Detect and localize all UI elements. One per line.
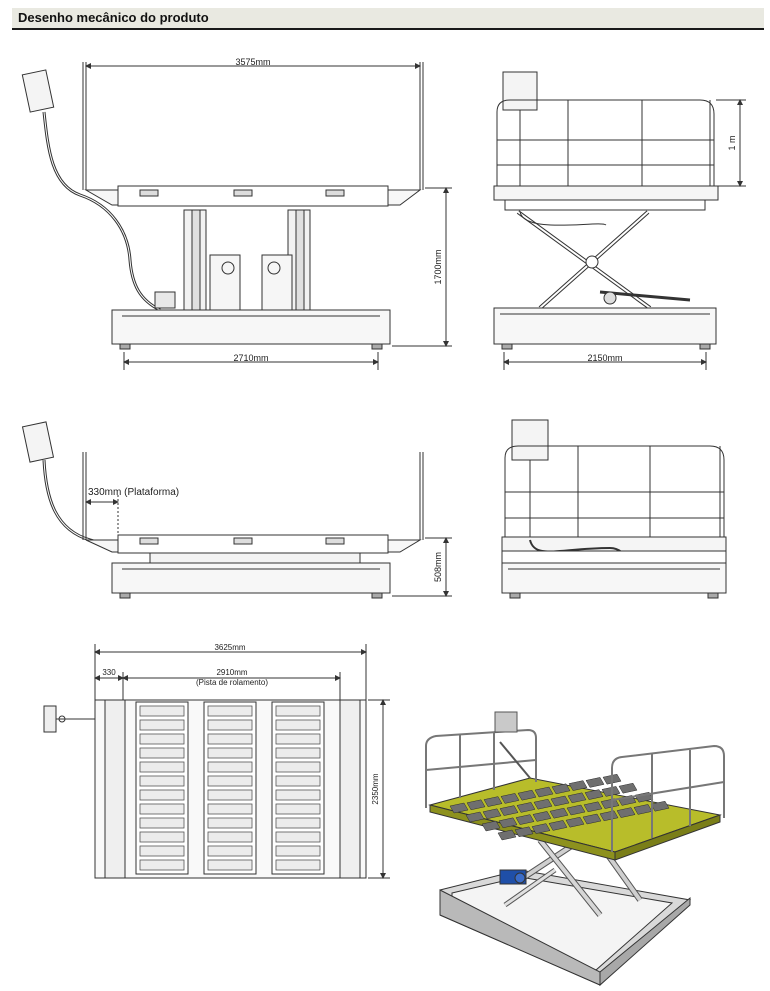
grate-cell [551,783,571,795]
grate-cell [516,802,536,813]
roller-slat [139,775,185,787]
roller-slat [207,831,253,843]
roller-slat [139,803,185,815]
grate-cell [618,782,638,794]
grate-cell [534,786,554,798]
roller-slat [207,733,253,745]
roller-slat [139,719,185,731]
dim-height-raised: 1700mm [433,249,443,284]
dim-top-total: 3625mm [214,643,245,652]
grate-cell [449,802,469,814]
side-view-lowered [21,421,452,599]
roller-slat [275,705,321,717]
roller-tracks [139,705,321,871]
front-view-lowered [501,419,727,599]
roller-slat [207,803,253,815]
section-title: Desenho mecânico do produto [18,10,209,25]
dim-top-track-note: (Pista de rolamento) [196,678,268,687]
grate-cell [582,813,602,825]
roller-slat [139,845,185,857]
front-view-raised [493,71,746,370]
grate-cell [550,795,570,807]
grate-cell [650,800,670,812]
roller-slat [207,775,253,787]
roller-slat [275,733,321,745]
dim-rail-height: 1 m [727,135,737,150]
roller-slat [207,859,253,871]
roller-slat [207,789,253,801]
roller-slat [139,859,185,871]
grate-cell [517,789,537,801]
roller-slat [275,859,321,871]
grate-cell [498,817,518,829]
grate-cell [568,780,588,791]
grate-cell [600,798,620,809]
dim-platform-ext: 330mm (Plataforma) [88,487,179,498]
grate-cell [585,777,605,788]
roller-slat [275,761,321,773]
grate-cell [583,801,603,813]
grate-cell [567,792,587,804]
grate-cell [616,807,636,818]
roller-slat [139,761,185,773]
roller-slat [275,831,321,843]
roller-slat [207,817,253,829]
isometric-railing [425,711,725,852]
platform-grates [449,773,670,841]
grate-cell [497,829,517,841]
grate-cell [531,823,551,834]
roller-slat [139,817,185,829]
roller-slat [207,761,253,773]
roller-slat [275,775,321,787]
dim-top-ext: 330 [102,668,116,677]
roller-slat [275,719,321,731]
roller-slat [275,817,321,829]
roller-slat [207,705,253,717]
roller-slat [275,747,321,759]
roller-slat [207,719,253,731]
grate-cell [549,807,569,819]
isometric-render [428,777,722,987]
roller-slat [139,789,185,801]
grate-cell [466,799,486,811]
grate-cell [514,826,534,838]
grate-cell [533,798,553,810]
dim-height-lowered: 508mm [433,552,443,582]
roller-slat [207,845,253,857]
grate-cell [515,814,535,825]
roller-slat [275,803,321,815]
grate-cell [481,820,501,832]
grate-cell [532,811,552,822]
roller-slat [207,747,253,759]
grate-cell [548,820,568,831]
grate-cell [499,805,519,816]
dim-top-depth: 2350mm [371,773,380,804]
grate-cell [599,810,619,822]
roller-slat [275,789,321,801]
roller-slat [275,845,321,857]
section-header: Desenho mecânico do produto [12,8,764,30]
roller-slat [139,733,185,745]
grate-cell [483,796,503,807]
control-box [21,69,161,312]
roller-slat [139,747,185,759]
dim-top-track: 2910mm [216,668,247,677]
roller-slat [139,831,185,843]
grate-cell [482,808,502,820]
grate-cell [584,789,604,800]
grate-cell [465,811,485,823]
dim-width-top: 3575mm [235,57,270,67]
grate-cell [565,816,585,828]
grate-cell [500,793,520,804]
dim-front-width: 2150mm [587,353,622,363]
roller-slat [139,705,185,717]
side-view-raised [21,62,452,370]
grate-cell [566,804,586,816]
dim-width-base: 2710mm [233,353,268,363]
